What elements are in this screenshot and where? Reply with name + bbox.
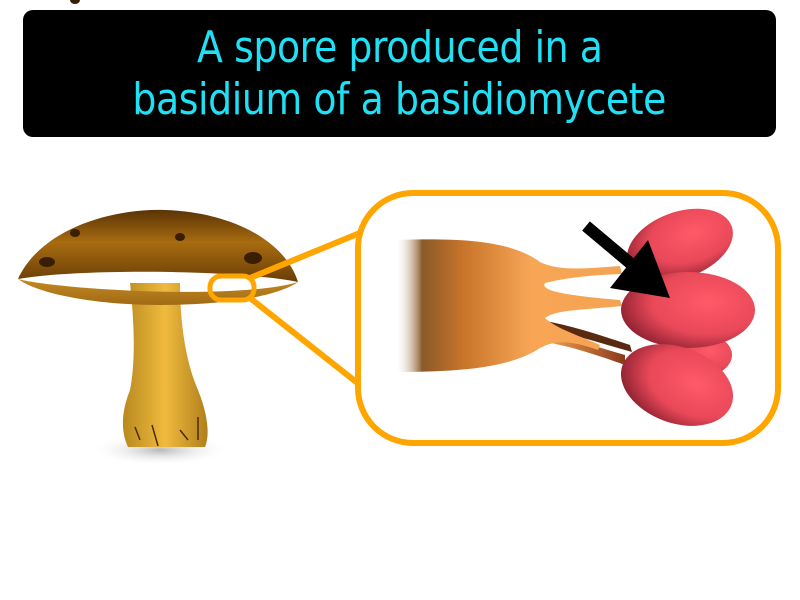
basidium-body bbox=[395, 239, 622, 372]
arrow-shaft bbox=[582, 221, 640, 273]
arrow-head bbox=[610, 240, 670, 298]
mushroom-cap bbox=[18, 209, 298, 282]
mushroom-stem bbox=[122, 283, 208, 447]
stem-ridges bbox=[134, 417, 199, 447]
pointer-arrow bbox=[582, 221, 670, 298]
cap-spot bbox=[244, 252, 262, 264]
cap-spot bbox=[175, 233, 185, 241]
cap-spot bbox=[39, 257, 55, 267]
title-line-1: A spore produced in a bbox=[196, 21, 603, 73]
mushroom bbox=[18, 0, 298, 466]
callout-connector-bottom bbox=[248, 295, 362, 388]
title-banner: A spore produced in a basidium of a basi… bbox=[23, 10, 776, 137]
sterigma-lower bbox=[540, 320, 632, 352]
title-line-2: basidium of a basidiomycete bbox=[132, 73, 667, 125]
gill-callout-ring bbox=[207, 273, 257, 303]
basidium bbox=[395, 239, 632, 372]
cap-spot bbox=[70, 229, 80, 237]
cap-spot bbox=[70, 0, 80, 4]
spore-bottom bbox=[620, 344, 734, 426]
callout-connector-top bbox=[248, 225, 374, 281]
